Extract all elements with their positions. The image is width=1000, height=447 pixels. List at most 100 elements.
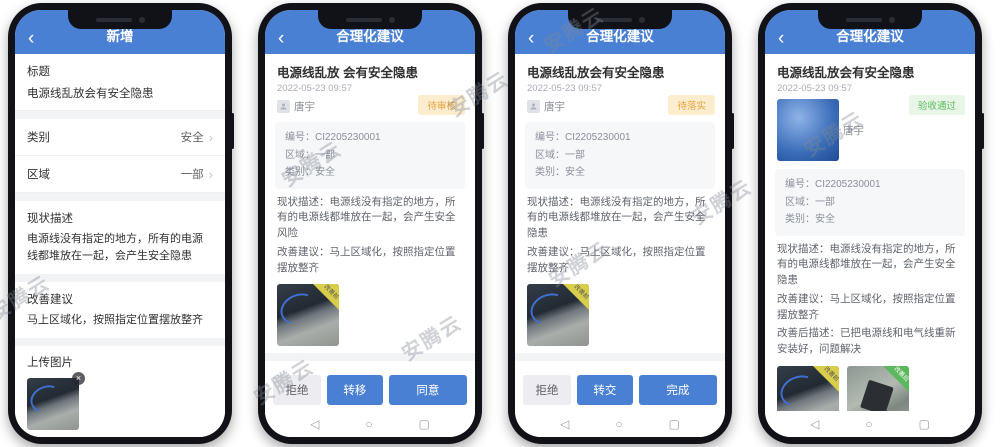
transfer-button[interactable]: 转移	[327, 375, 383, 405]
timeline-step-title: 新增建议	[546, 368, 713, 369]
nav-home-icon[interactable]: ○	[615, 417, 623, 431]
before-photo-thumbnail[interactable]: 改善前	[277, 284, 339, 347]
phone-4-screen: ‹ 合理化建议 电源线乱放会有安全隐患 2022-05-23 09:57 唐宇 …	[765, 10, 975, 437]
detail-body: 电源线乱放会有安全隐患 2022-05-23 09:57 唐宇 验收通过 编号：…	[765, 54, 975, 411]
divider	[265, 353, 475, 362]
timeline-step: ✓ 新增建议 唐宇 一部 05月23日 09:57	[527, 368, 713, 369]
chevron-right-icon: ›	[208, 129, 213, 145]
agree-button[interactable]: 同意	[388, 375, 467, 405]
nav-recent-icon[interactable]: ▢	[668, 417, 680, 431]
camera-dot	[638, 16, 645, 23]
info-area: 区域：一部	[535, 149, 585, 161]
reject-button[interactable]: 拒绝	[523, 375, 571, 405]
info-area: 区域：一部	[285, 149, 335, 161]
back-icon[interactable]: ‹	[278, 28, 285, 49]
camera-dot	[388, 16, 395, 23]
after-photo-thumbnail[interactable]: 改善后	[847, 365, 909, 411]
divider	[15, 274, 225, 283]
author-row: 唐宇 待审核	[265, 94, 475, 118]
before-photo-thumbnail[interactable]: 改善前	[527, 284, 589, 347]
remove-photo-icon[interactable]: ×	[72, 372, 85, 386]
android-navbar: ◁ ○ ▢	[515, 411, 725, 437]
page-title: 合理化建议	[336, 29, 404, 44]
android-navbar: ◁ ○ ▢	[765, 411, 975, 437]
complete-button[interactable]: 完成	[638, 375, 717, 405]
speaker-slot	[845, 17, 882, 22]
nav-recent-icon[interactable]: ▢	[918, 417, 930, 431]
suggest-text: 改善建议：马上区域化，按照指定位置摆放整齐	[527, 245, 706, 274]
back-icon[interactable]: ‹	[28, 28, 35, 49]
action-bar: 拒绝 转移 同意	[265, 369, 475, 411]
photo-list: 改善前 改善后	[765, 361, 975, 411]
phone-row: ‹ 新增 标题 电源线乱放会有安全隐患 类别 安全› 区域 一部›	[8, 3, 984, 444]
author-name: 唐宇	[843, 124, 864, 137]
uploaded-photo-thumbnail[interactable]: ×	[27, 372, 85, 431]
desc-textarea[interactable]: 电源线没有指定的地方，所有的电源线都堆放在一起，会产生安全隐患	[27, 233, 203, 263]
phone-1: ‹ 新增 标题 电源线乱放会有安全隐患 类别 安全› 区域 一部›	[8, 3, 234, 444]
nav-recent-icon[interactable]: ▢	[418, 417, 430, 431]
photo-list: 改善前	[265, 279, 475, 353]
detail-body: 电源线乱放 会有安全隐患 2022-05-23 09:57 唐宇 待审核 编号：…	[265, 54, 475, 369]
form-body: 标题 电源线乱放会有安全隐患 类别 安全› 区域 一部› 现状描述 电源线没有指…	[15, 54, 225, 437]
area-value: 一部	[180, 169, 204, 181]
nav-home-icon[interactable]: ○	[865, 417, 873, 431]
author-name: 唐宇	[544, 101, 565, 113]
desc-text: 现状描述：电源线没有指定的地方，所有的电源线都堆放在一起，会产生安全隐患	[777, 242, 956, 287]
suggestion-title: 电源线乱放会有安全隐患	[527, 66, 665, 80]
phone-4: ‹ 合理化建议 电源线乱放会有安全隐患 2022-05-23 09:57 唐宇 …	[758, 3, 984, 444]
before-photo-thumbnail[interactable]: 改善前	[777, 365, 839, 411]
page-title: 新增	[106, 29, 134, 44]
info-number: 编号：CI2205230001	[785, 179, 881, 190]
status-badge: 待审核	[418, 95, 465, 115]
divider	[15, 338, 225, 347]
info-card: 编号：CI2205230001 区域：一部 类别：安全	[275, 122, 465, 189]
before-ribbon	[813, 365, 839, 392]
info-area: 区域：一部	[785, 196, 835, 208]
action-bar: 拒绝 转交 完成	[515, 369, 725, 411]
person-icon	[277, 100, 290, 113]
info-category: 类别：安全	[785, 214, 835, 225]
title-field-value[interactable]: 电源线乱放会有安全隐患	[15, 82, 225, 111]
phone-2-screen: ‹ 合理化建议 电源线乱放 会有安全隐患 2022-05-23 09:57 唐宇…	[265, 10, 475, 437]
desc-text: 现状描述：电源线没有指定的地方，所有的电源线都堆放在一起，会产生安全风险	[277, 195, 456, 240]
back-icon[interactable]: ‹	[778, 28, 785, 49]
info-card: 编号：CI2205230001 区域：一部 类别：安全	[525, 122, 715, 189]
nav-home-icon[interactable]: ○	[365, 417, 373, 431]
status-badge: 待落实	[668, 95, 715, 115]
phone-3-screen: ‹ 合理化建议 电源线乱放会有安全隐患 2022-05-23 09:57 唐宇 …	[515, 10, 725, 437]
divider	[15, 193, 225, 201]
desc-label: 现状描述	[27, 213, 73, 225]
nav-back-icon[interactable]: ◁	[310, 417, 320, 431]
info-number: 编号：CI2205230001	[535, 132, 631, 143]
info-category: 类别：安全	[285, 167, 335, 178]
transfer-button[interactable]: 转交	[577, 375, 633, 405]
author-row: 唐宇 待落实	[515, 94, 725, 118]
suggest-label: 改善建议	[27, 294, 73, 307]
camera-dot	[888, 16, 895, 23]
chevron-right-icon: ›	[208, 166, 213, 182]
reject-button[interactable]: 拒绝	[273, 375, 321, 405]
suggest-textarea[interactable]: 马上区域化，按照指定位置摆放整齐	[27, 314, 203, 327]
back-icon[interactable]: ‹	[528, 28, 535, 49]
author-name: 唐宇	[294, 101, 315, 113]
after-text: 改善后描述：已把电源线和电气线重新安装好，问题解决	[777, 327, 956, 355]
suggestion-date: 2022-05-23 09:57	[777, 83, 853, 94]
before-ribbon	[563, 284, 589, 311]
area-row[interactable]: 区域 一部›	[15, 156, 225, 193]
author-row: 唐宇 验收通过	[765, 94, 975, 165]
nav-back-icon[interactable]: ◁	[560, 417, 570, 431]
timeline: ✓ 新增建议 唐宇 一部 05月23日 09:57 ✓ 提交审核	[515, 361, 725, 369]
suggestion-date: 2022-05-23 09:57	[277, 83, 353, 94]
nav-back-icon[interactable]: ◁	[810, 417, 820, 431]
notch	[68, 10, 172, 29]
info-number: 编号：CI2205230001	[285, 132, 381, 143]
detail-body: 电源线乱放会有安全隐患 2022-05-23 09:57 唐宇 待落实 编号：C…	[515, 54, 725, 369]
speaker-slot	[95, 17, 132, 22]
appbar: ‹ 合理化建议	[515, 10, 725, 54]
phone-1-screen: ‹ 新增 标题 电源线乱放会有安全隐患 类别 安全› 区域 一部›	[15, 10, 225, 437]
phone-3: ‹ 合理化建议 电源线乱放会有安全隐患 2022-05-23 09:57 唐宇 …	[508, 3, 734, 444]
page-title: 合理化建议	[586, 29, 654, 44]
category-row[interactable]: 类别 安全›	[15, 119, 225, 156]
timeline: ✓ 新增建议 唐宇 一部 05月23日 09:57 – 提交审核	[265, 361, 475, 369]
info-card: 编号：CI2205230001 区域：一部 类别：安全	[775, 169, 965, 236]
